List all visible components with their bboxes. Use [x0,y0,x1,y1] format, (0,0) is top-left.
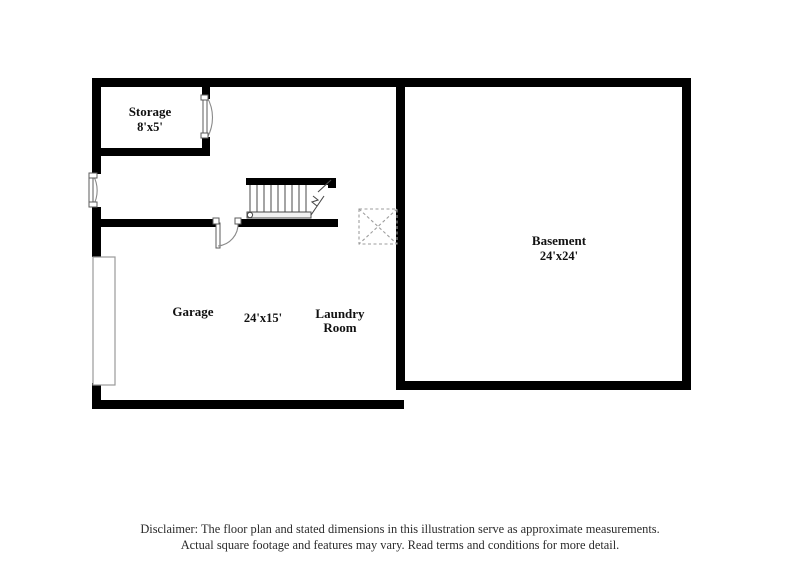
exterior-walls [92,78,691,409]
wall-stair-top-stub [328,178,336,188]
stair-direction-line [310,195,325,216]
storage-door-leaf[interactable] [202,96,208,139]
storage-door-jamb-top [200,94,209,101]
laundry-door[interactable] [212,217,242,249]
room-label-laundry-line1: Laundry [315,306,365,321]
wall-storage-right-upper [202,87,210,99]
wall-storage-right-lower [202,137,210,156]
utility-box [358,208,398,245]
overhead-garage-door[interactable] [92,256,116,386]
storage-door-jamb-bottom [200,132,209,139]
stair-direction-break [310,195,320,207]
laundry-door-jamb-left [212,217,220,225]
wall-right-exterior [682,78,691,390]
room-label-storage: Storage [129,104,172,119]
staircase[interactable] [246,179,332,219]
wall-storage-bottom [92,148,210,156]
utility-box-outline [358,208,398,245]
garage-exterior-door-swing-arc [92,174,98,207]
room-dimension-basement: 24'x24' [540,249,578,263]
laundry-door-leaf[interactable] [215,222,221,249]
room-label-laundry-line2: Room [323,320,356,335]
garage-exterior-door[interactable] [88,172,98,208]
storage-door[interactable] [200,94,213,139]
stair-direction-line-upper [317,179,332,193]
wall-top-exterior [92,78,691,87]
wall-garage-bottom [92,400,404,409]
wall-basement-bottom [398,381,691,390]
wall-interior-under-stairs [238,219,338,227]
room-dimension-storage: 8'x5' [137,120,163,134]
garage-exterior-door-jamb-bottom [88,201,98,208]
wall-stair-top [246,178,331,185]
garage-exterior-door-leaf[interactable] [88,174,94,207]
storage-door-swing-arc [206,96,213,139]
stair-newel-post [246,211,254,219]
wall-interior-left-of-laundry-door [92,219,218,227]
room-dimension-garage: 24'x15' [244,311,282,325]
garage-exterior-door-jamb-top [88,172,98,179]
disclaimer-line-2: Actual square footage and features may v… [180,538,620,552]
stair-handrail [246,211,312,219]
laundry-door-jamb-right [234,217,242,225]
disclaimer: Disclaimer: The floor plan and stated di… [0,521,800,553]
wall-left-upper [92,78,101,174]
interior-walls [92,87,338,227]
disclaimer-line-1: Disclaimer: The floor plan and stated di… [140,522,660,536]
wall-left-lower [92,383,101,409]
room-labels: Storage 8'x5' Garage 24'x15' Laundry Roo… [129,104,587,335]
wall-left-mid [92,207,101,257]
laundry-door-swing-arc [217,222,239,247]
room-label-basement: Basement [532,233,587,248]
overhead-garage-door-panel[interactable] [92,256,116,386]
room-label-garage: Garage [172,304,213,319]
wall-garage-basement-divider [396,78,405,390]
